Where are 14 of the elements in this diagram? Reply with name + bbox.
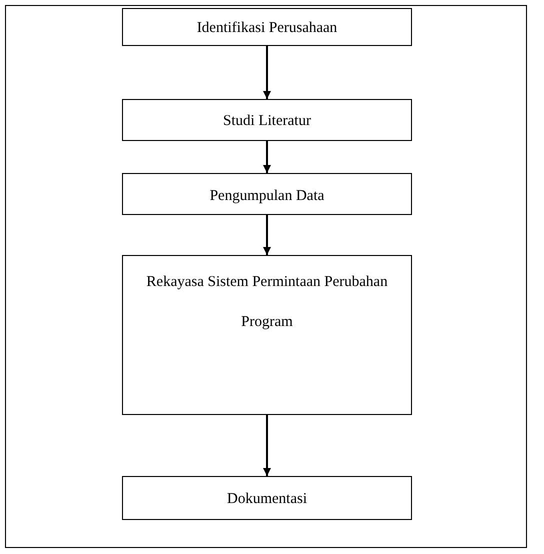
arrow bbox=[263, 141, 271, 173]
box-label: Studi Literatur bbox=[223, 112, 311, 131]
process-box bbox=[122, 99, 412, 141]
process-box bbox=[122, 476, 412, 520]
process-box bbox=[122, 255, 412, 415]
process-box bbox=[122, 173, 412, 215]
box-label: Identifikasi Perusahaan bbox=[196, 19, 338, 38]
box-label: Rekayasa Sistem Permintaan Perubahan Program bbox=[145, 273, 389, 332]
box-label: Dokumentasi bbox=[227, 490, 307, 509]
arrow bbox=[263, 415, 271, 476]
process-box bbox=[122, 8, 412, 46]
arrow bbox=[263, 46, 271, 99]
arrow bbox=[263, 215, 271, 255]
box-label: Pengumpulan Data bbox=[210, 187, 324, 206]
